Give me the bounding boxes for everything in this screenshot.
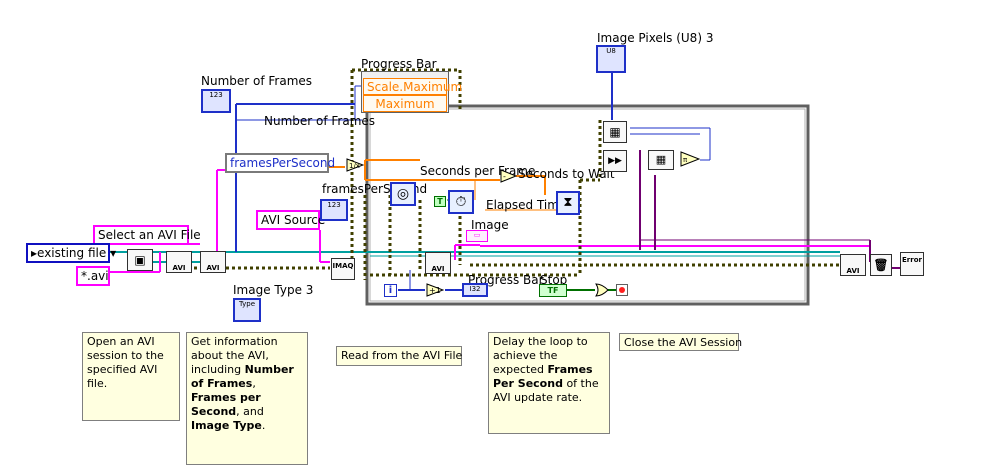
enum-left-icon: ▸ [31,246,38,260]
progress-bar-label: Progress Bar [361,57,437,71]
number-of-frames-inner-label: Number of Frames [264,114,376,128]
frames-per-second-indicator[interactable]: 123 [320,199,348,221]
note2-bold-2: Frames per Second [191,391,261,418]
progress-bar-property-node[interactable]: Scale.Maximum Maximum [361,71,462,113]
maximum-property: Maximum [363,95,447,112]
svg-text:π: π [683,156,688,164]
note2-text-4: . [261,419,266,432]
array-to-image-icon: ▶▶ [608,156,622,166]
error-handler-node[interactable]: Error [900,252,924,276]
while-loop-frame [365,104,810,306]
avi-info-text: AVI [206,264,220,272]
subtract-function[interactable]: - [500,169,518,183]
stop-sign-icon [619,287,625,293]
numeric-terminal-text: 123 [327,201,341,209]
subtract-icon: - [500,169,518,183]
avi-source-control[interactable]: AVI Source [256,210,325,230]
stop-terminal[interactable]: TF [539,284,567,297]
scale-maximum-property: Scale.Maximum [363,78,462,95]
avi-read-frame-node[interactable]: AVI [425,252,451,274]
avi-open-node[interactable]: AVI [166,251,192,273]
note4-text-2: of the AVI update rate. [493,377,599,404]
numeric-terminal-text: 123 [209,91,223,99]
reciprocal-icon: 1/x [346,158,365,172]
svg-text:-: - [503,172,506,181]
stop-label: Stop [540,273,568,287]
increment-function[interactable]: +1 [426,283,445,297]
note-close-avi: Close the AVI Session [619,333,742,351]
image-terminal-icon: ▭ [473,231,481,239]
or-gate-icon [595,283,609,297]
avi-get-info-node[interactable]: AVI [200,251,226,273]
image-terminal[interactable]: ▭ [466,230,488,242]
avi-pattern-constant[interactable]: *.avi [76,266,110,286]
seconds-to-wait-label: Seconds to Wait [518,167,615,181]
i32-terminal-text: I32 [469,285,481,293]
hourglass-icon: ⧗ [563,195,573,210]
file-dialog-node[interactable]: ▣ [127,249,153,271]
image-pixels-label: Image Pixels (U8) 3 [597,31,714,45]
true-constant[interactable]: T [434,196,446,207]
note2-text-3: , and [236,405,264,418]
note2-bold-1: Number of Frames [191,363,294,390]
elapsed-time-label: Elapsed Time [486,198,567,212]
image-type-indicator[interactable]: Type [233,298,261,322]
note4-bold: Frames Per Second [493,363,593,390]
avi-read-text: AVI [431,265,445,273]
trash-icon: 🗑 [873,258,889,272]
imaq-image-to-array-node[interactable]: ▦ [603,121,627,143]
elapsed-time-express-vi[interactable]: ⏱ [448,190,474,214]
frames-per-second-unbundle[interactable]: framesPerSecond [225,153,335,173]
progress-bar-terminal[interactable]: I32 [462,283,488,297]
existing-file-text: existing file [37,246,107,260]
avi-close-node[interactable]: AVI [840,254,866,276]
image-label: Image [471,218,509,232]
imaq-dispose-node[interactable]: 🗑 [870,254,892,276]
array-grid-icon: ▦ [609,125,621,139]
note-read-avi: Read from the AVI File [336,346,462,366]
type-terminal-text: Type [238,300,256,308]
error-text: Error [902,256,922,264]
svg-text:1/x: 1/x [349,162,360,170]
file-dialog-icon: ▣ [134,253,146,267]
clock-icon: ◎ [396,186,410,202]
note2-text-1: Get information about the AVI, including [191,335,278,376]
avi-close-text: AVI [846,267,860,275]
note-open-avi: Open an AVI session to the specified AVI… [82,332,180,421]
note-get-info: Get information about the AVI, including… [186,332,308,465]
cluster-node[interactable]: ▦ [648,150,674,170]
dropdown-icon: ▾ [106,246,117,260]
increment-icon: +1 [426,283,445,297]
cluster-icon: ▦ [655,153,667,166]
or-function[interactable] [595,283,609,297]
stop-condition[interactable] [616,284,628,296]
select-avi-file-control[interactable]: Select an AVI File [93,225,201,245]
existing-file-enum[interactable]: ▸existing file ▾ [26,243,116,263]
u8-terminal-text: U8 [606,47,616,55]
compare-icon: π [680,151,701,167]
number-of-frames-label: Number of Frames [201,74,313,88]
reciprocal-function[interactable]: 1/x [346,158,365,172]
wait-function[interactable]: ⧗ [556,191,580,215]
iteration-terminal: i [384,284,397,297]
image-type-label: Image Type 3 [233,283,314,297]
imaq-create-node[interactable]: IMAQ [331,258,355,280]
note2-text-2: , [252,377,256,390]
avi-open-text: AVI [172,264,186,272]
imaq-array-node[interactable]: ▶▶ [603,150,627,172]
note-delay-loop: Delay the loop to achieve the expected F… [488,332,610,434]
array-subset-function[interactable]: π [680,151,701,167]
tick-count-node[interactable]: ◎ [390,182,416,206]
imaq-text: IMAQ [332,262,354,270]
svg-text:+1: +1 [429,286,441,295]
image-pixels-indicator[interactable]: U8 [596,45,626,73]
stopwatch-icon: ⏱ [455,194,467,210]
number-of-frames-indicator[interactable]: 123 [201,89,231,113]
note4-text-1: Delay the loop to achieve the expected [493,335,588,376]
note2-bold-3: Image Type [191,419,262,432]
